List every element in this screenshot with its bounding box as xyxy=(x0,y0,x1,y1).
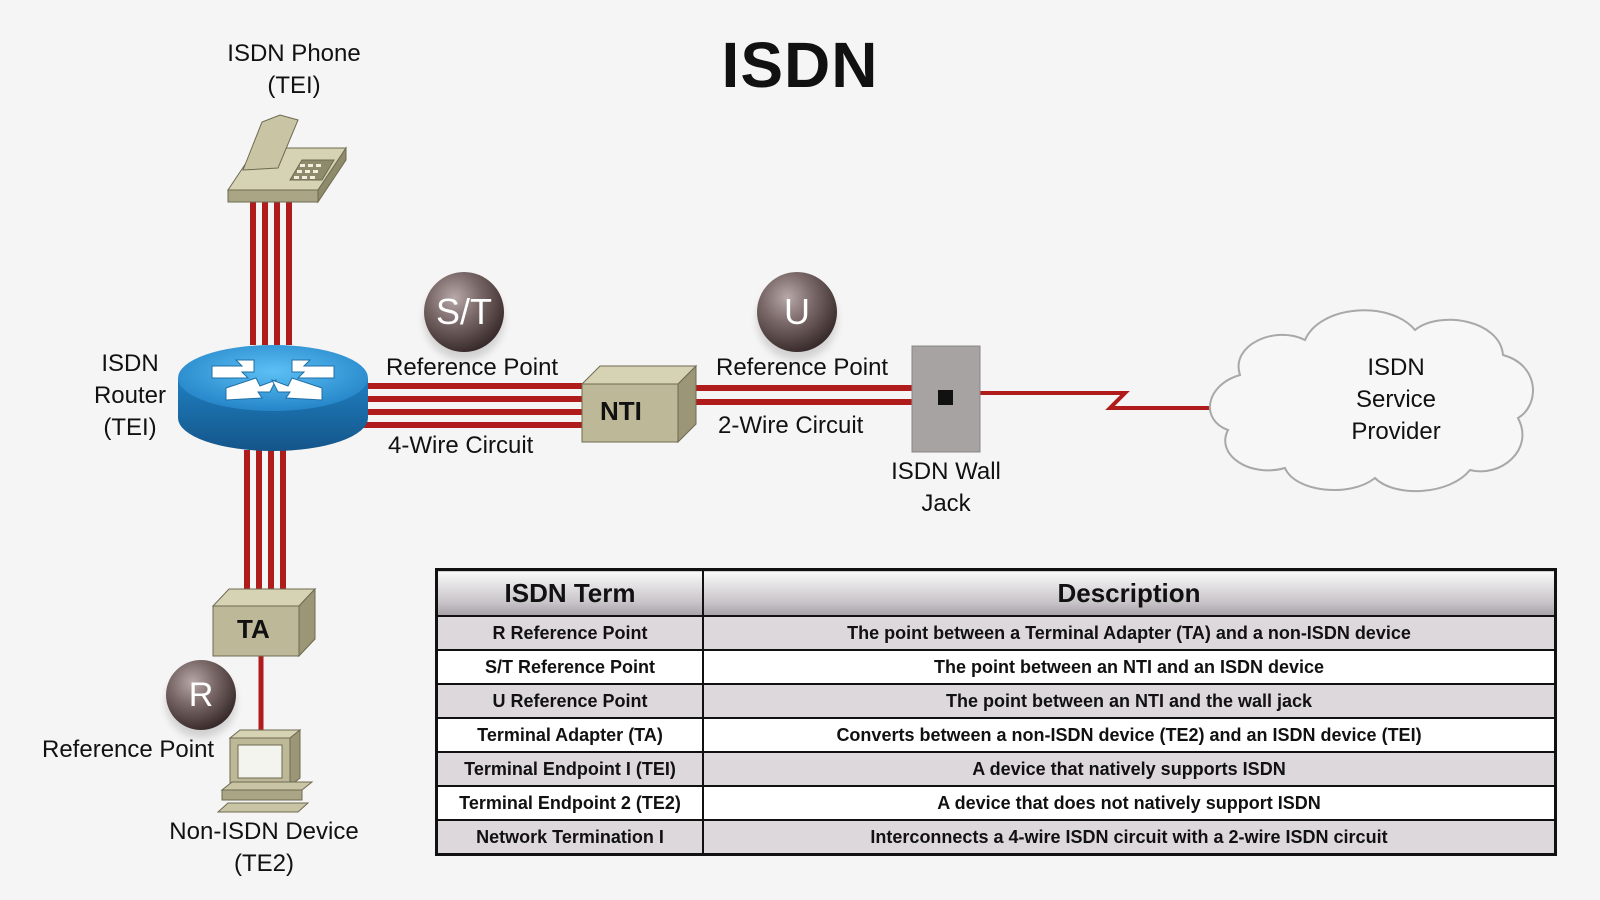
router-label-line3: (TEI) xyxy=(103,414,157,441)
table-cell-term: Network Termination I xyxy=(435,819,704,856)
diagram-title: ISDN xyxy=(721,29,879,101)
table-cell-term: Terminal Endpoint 2 (TE2) xyxy=(435,785,704,821)
wall-jack-label: ISDN Wall Jack xyxy=(891,456,1001,520)
st-reference-point-icon: S/T xyxy=(424,272,504,352)
table-cell-term: Terminal Endpoint I (TEI) xyxy=(435,751,704,787)
router-label-line1: ISDN xyxy=(101,350,159,377)
table-row: Terminal Endpoint I (TEI) A device that … xyxy=(435,751,1557,787)
two-wire-label: 2-Wire Circuit xyxy=(718,412,864,439)
provider-label-line1: ISDN xyxy=(1367,354,1425,381)
ta-box xyxy=(211,587,317,658)
table-row: S/T Reference Point The point between an… xyxy=(435,649,1557,685)
r-reference-point-icon: R xyxy=(166,660,236,730)
table-cell-description: The point between an NTI and an ISDN dev… xyxy=(702,649,1557,685)
table-row: Terminal Endpoint 2 (TE2) A device that … xyxy=(435,785,1557,821)
table-cell-description: Interconnects a 4-wire ISDN circuit with… xyxy=(702,819,1557,856)
provider-label: ISDN Service Provider xyxy=(1351,352,1440,448)
table-cell-term: Terminal Adapter (TA) xyxy=(435,717,704,753)
table-header-row: ISDN Term Description xyxy=(435,568,1557,617)
st-reference-label: Reference Point xyxy=(386,354,559,381)
two-wire-circuit xyxy=(690,385,912,405)
table-row: U Reference Point The point between an N… xyxy=(435,683,1557,719)
isdn-terms-table: ISDN Term Description R Reference Point … xyxy=(435,568,1557,856)
table-row: Terminal Adapter (TA) Converts between a… xyxy=(435,717,1557,753)
table-cell-description: Converts between a non-ISDN device (TE2)… xyxy=(702,717,1557,753)
phone-router-wires xyxy=(250,200,292,345)
table-row: R Reference Point The point between a Te… xyxy=(435,615,1557,651)
wall-jack-label-line1: ISDN Wall xyxy=(891,458,1001,485)
table-cell-description: The point between a Terminal Adapter (TA… xyxy=(702,615,1557,651)
table-row: Network Termination I Interconnects a 4-… xyxy=(435,819,1557,856)
provider-label-line2: Service xyxy=(1355,386,1437,413)
wall-jack xyxy=(911,345,981,453)
router-label: ISDN Router (TEI) xyxy=(94,348,166,444)
phone-label: ISDN Phone (TEI) xyxy=(227,38,360,102)
router-icon xyxy=(178,345,368,451)
provider-line xyxy=(980,391,1228,410)
telephone-icon xyxy=(227,114,347,204)
four-wire-circuit xyxy=(360,383,582,428)
nt1-box xyxy=(580,364,698,444)
four-wire-label: 4-Wire Circuit xyxy=(388,432,534,459)
u-reference-label: Reference Point xyxy=(716,354,889,381)
phone-label-line1: ISDN Phone xyxy=(227,40,361,67)
table-cell-term: S/T Reference Point xyxy=(435,649,704,685)
ta-label: TA xyxy=(237,614,270,644)
r-reference-label: Reference Point xyxy=(42,736,215,763)
computer-icon xyxy=(216,728,314,813)
table-header-description: Description xyxy=(702,568,1557,617)
cloud-icon xyxy=(1208,309,1534,493)
router-label-line2: Router xyxy=(93,382,167,409)
table-cell-term: R Reference Point xyxy=(435,615,704,651)
nt1-label: NTI xyxy=(600,396,642,426)
table-cell-description: The point between an NTI and the wall ja… xyxy=(702,683,1557,719)
device-label: Non-ISDN Device (TE2) xyxy=(169,816,358,880)
wall-jack-label-line2: Jack xyxy=(921,490,971,517)
device-label-line1: Non-ISDN Device xyxy=(169,818,359,845)
table-cell-description: A device that does not natively support … xyxy=(702,785,1557,821)
u-reference-point-icon: U xyxy=(757,272,837,352)
device-label-line2: (TE2) xyxy=(233,850,294,877)
router-ta-wires xyxy=(244,450,286,595)
table-cell-term: U Reference Point xyxy=(435,683,704,719)
provider-label-line3: Provider xyxy=(1351,418,1441,445)
table-cell-description: A device that natively supports ISDN xyxy=(702,751,1557,787)
table-header-term: ISDN Term xyxy=(435,568,704,617)
phone-label-line2: (TEI) xyxy=(267,72,321,99)
